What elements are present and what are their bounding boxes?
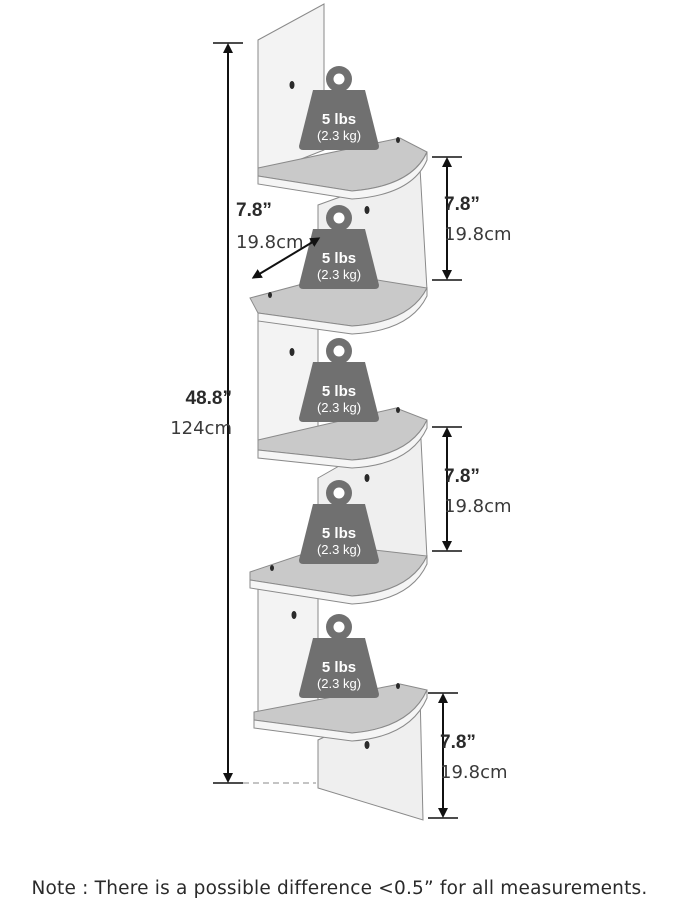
svg-text:(2.3 kg): (2.3 kg)	[317, 676, 361, 691]
svg-text:19.8cm: 19.8cm	[444, 224, 512, 245]
shelf-unit	[249, 3, 428, 821]
spacing-dimension-middle: 7.8” 19.8cm	[432, 426, 512, 552]
svg-text:(2.3 kg): (2.3 kg)	[317, 128, 361, 143]
weight-icon: 5 lbs (2.3 kg)	[299, 614, 379, 698]
total-height-dimension: 48.8” 124cm	[170, 42, 316, 784]
weight-icon: 5 lbs (2.3 kg)	[299, 66, 379, 150]
svg-text:7.8”: 7.8”	[440, 732, 476, 753]
spacing-dimension-top: 7.8” 19.8cm	[432, 156, 512, 281]
weight-icon: 5 lbs (2.3 kg)	[299, 338, 379, 422]
spacing-dimension-bottom: 7.8” 19.8cm	[428, 692, 508, 819]
svg-text:(2.3 kg): (2.3 kg)	[317, 267, 361, 282]
weight-icon: 5 lbs (2.3 kg)	[299, 480, 379, 564]
svg-text:7.8”: 7.8”	[444, 466, 480, 487]
measurement-note: Note : There is a possible difference <0…	[31, 878, 648, 899]
svg-text:7.8”: 7.8”	[236, 200, 272, 221]
svg-text:19.8cm: 19.8cm	[236, 232, 304, 253]
svg-text:(2.3 kg): (2.3 kg)	[317, 400, 361, 415]
svg-text:48.8”: 48.8”	[186, 388, 232, 409]
depth-dimension: 7.8” 19.8cm	[236, 200, 321, 279]
svg-text:(2.3 kg): (2.3 kg)	[317, 542, 361, 557]
double-arrow-icon	[251, 237, 321, 279]
svg-text:5 lbs: 5 lbs	[322, 659, 356, 676]
svg-text:5 lbs: 5 lbs	[322, 383, 356, 400]
svg-text:5 lbs: 5 lbs	[322, 111, 356, 128]
weight-icon: 5 lbs (2.3 kg)	[299, 205, 379, 289]
svg-text:5 lbs: 5 lbs	[322, 250, 356, 267]
svg-text:5 lbs: 5 lbs	[322, 525, 356, 542]
mounting-holes	[268, 81, 400, 749]
svg-text:7.8”: 7.8”	[444, 194, 480, 215]
svg-text:124cm: 124cm	[170, 418, 232, 439]
svg-text:19.8cm: 19.8cm	[440, 762, 508, 783]
svg-text:19.8cm: 19.8cm	[444, 496, 512, 517]
